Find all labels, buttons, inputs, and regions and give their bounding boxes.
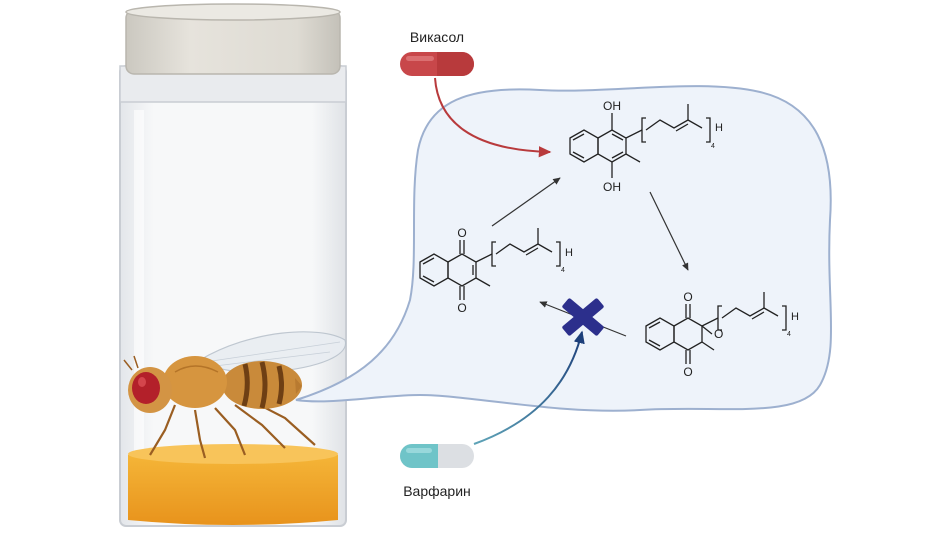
e-h: H <box>791 311 799 323</box>
q-h: H <box>565 247 573 259</box>
fly-legs <box>149 399 316 459</box>
molecule-quinone <box>419 228 561 300</box>
e-n: 4 <box>787 331 791 338</box>
e-o-top: O <box>683 290 692 304</box>
molecule-hydroquinone <box>569 104 711 178</box>
hq-oh-top: OH <box>603 99 621 113</box>
q-o-bottom: O <box>457 301 466 315</box>
fruit-fly <box>123 331 347 459</box>
zoom-bubble <box>295 85 833 412</box>
q-n: 4 <box>561 267 565 274</box>
e-o-ring: O <box>714 327 723 341</box>
molecule-epoxide <box>645 292 787 364</box>
hq-oh-bottom: OH <box>603 180 621 194</box>
hq-h: H <box>715 122 723 134</box>
fly-thorax <box>163 356 227 408</box>
q-o-top: O <box>457 226 466 240</box>
vikasol-label: Викасол <box>410 29 464 45</box>
vikasol-arrow <box>434 77 552 158</box>
vial-cap <box>125 3 341 75</box>
fly-eye <box>132 372 160 404</box>
fly-food <box>128 446 338 525</box>
vial <box>119 3 347 527</box>
arrow-quinone-to-hydroquinone <box>491 177 561 227</box>
e-o-bottom: O <box>683 365 692 379</box>
block-cross-icon <box>562 298 604 336</box>
warfarin-label: Варфарин <box>403 483 471 499</box>
arrow-hydroquinone-to-epoxide <box>649 191 689 271</box>
vikasol-capsule <box>400 52 474 76</box>
hq-n: 4 <box>711 143 715 150</box>
warfarin-arrow <box>473 330 585 445</box>
warfarin-capsule <box>400 444 474 468</box>
